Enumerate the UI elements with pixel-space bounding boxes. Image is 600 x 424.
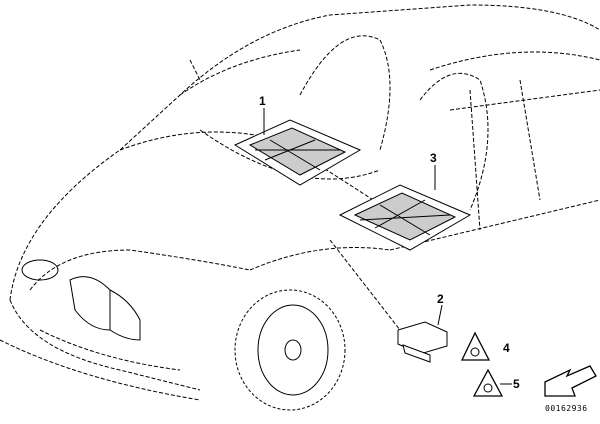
leader-lines xyxy=(263,108,512,385)
callout-1: 1 xyxy=(259,94,266,108)
control-unit-drawing xyxy=(397,321,448,363)
seat-mat-1 xyxy=(233,119,362,186)
warning-triangle-5 xyxy=(472,368,504,397)
direction-arrow-icon xyxy=(544,365,597,397)
wheel xyxy=(234,289,346,411)
callout-2: 2 xyxy=(437,292,444,306)
car-outline xyxy=(0,4,600,401)
callout-5: 5 xyxy=(513,377,520,391)
callout-3: 3 xyxy=(430,151,437,165)
grille xyxy=(21,259,141,341)
seat-mat-3 xyxy=(338,184,472,251)
drawing-code: 00162936 xyxy=(545,404,588,413)
callout-4: 4 xyxy=(503,341,510,355)
warning-triangle-4 xyxy=(460,331,491,361)
